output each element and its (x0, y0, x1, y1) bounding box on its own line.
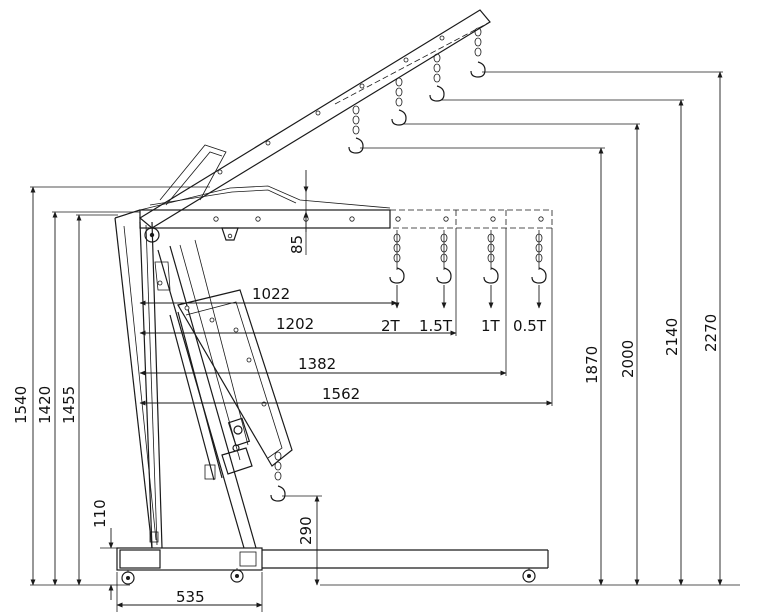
hook-1-5t (436, 230, 452, 309)
base-height-dimension (100, 528, 118, 600)
lift-label-2270: 2270 (702, 314, 720, 352)
boom-offset-label: 85 (288, 235, 306, 254)
hook-lowered (270, 451, 286, 502)
base-height-label: 110 (91, 499, 109, 528)
hook-1t (483, 230, 499, 309)
base-chassis (116, 547, 549, 571)
hook-2t (389, 230, 405, 309)
base-width-label: 535 (176, 588, 205, 606)
horizontal-boom (114, 209, 553, 243)
low-hook-label: 290 (297, 516, 315, 545)
capacity-label-0-5t: 0.5T (513, 317, 547, 335)
boom-gusset (139, 185, 391, 211)
hook-raised-1870 (348, 105, 364, 154)
reach-label-1562: 1562 (322, 385, 360, 403)
reach-label-1022: 1022 (252, 285, 290, 303)
capacity-label-2t: 2T (381, 317, 401, 335)
hook-raised-2000 (391, 77, 407, 126)
reach-dimensions (139, 228, 553, 406)
height-label-1455: 1455 (60, 386, 78, 424)
raised-boom (138, 9, 491, 229)
lift-height-dimensions (320, 71, 740, 586)
lift-label-2140: 2140 (663, 318, 681, 356)
height-label-1540: 1540 (12, 386, 30, 424)
left-height-dimensions (30, 186, 210, 586)
support-strut (157, 239, 257, 549)
caster-wheels (121, 568, 536, 585)
mast (114, 217, 163, 549)
low-hook-dimension (282, 495, 322, 586)
capacity-label-1t: 1T (481, 317, 501, 335)
reach-label-1202: 1202 (276, 315, 314, 333)
hook-raised-2140 (429, 53, 445, 102)
hook-0-5t (531, 230, 547, 309)
hook-raised-2270 (470, 27, 486, 78)
lift-label-2000: 2000 (619, 340, 637, 378)
reach-label-1382: 1382 (298, 355, 336, 373)
lift-label-1870: 1870 (583, 346, 601, 384)
capacity-label-1-5t: 1.5T (419, 317, 453, 335)
height-label-1420: 1420 (36, 386, 54, 424)
base-width-dimension (116, 572, 263, 612)
